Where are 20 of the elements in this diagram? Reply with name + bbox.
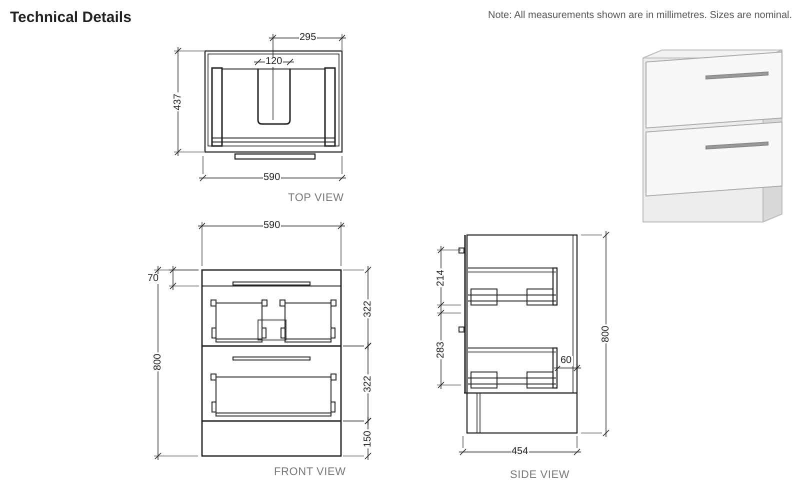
dimension-label: 150 [362, 430, 373, 448]
dimension-label: 283 [436, 340, 446, 360]
view-label: SIDE VIEW [510, 470, 570, 480]
dimension-label: 120 [264, 57, 284, 67]
view-label: FRONT VIEW [274, 466, 346, 478]
dimension-label: 70 [146, 274, 160, 284]
dimension-label: 214 [436, 268, 446, 288]
page-title: Technical Details [10, 10, 132, 25]
dimension-label: 590 [262, 221, 282, 231]
dimension-label: 295 [298, 33, 318, 43]
dimension-label: 60 [560, 356, 573, 366]
note-text: Note: All measurements shown are in millimetres. Sizes are nominal. [488, 11, 792, 21]
view-label: TOP VIEW [288, 192, 344, 204]
dimension-label: 322 [362, 374, 373, 394]
dimension-label: 800 [600, 324, 611, 344]
dimension-label: 322 [362, 300, 373, 318]
dimension-label: 800 [152, 352, 163, 372]
dimension-label: 590 [262, 173, 282, 183]
dimension-label: 454 [510, 447, 530, 457]
dimension-label: 437 [172, 92, 183, 112]
